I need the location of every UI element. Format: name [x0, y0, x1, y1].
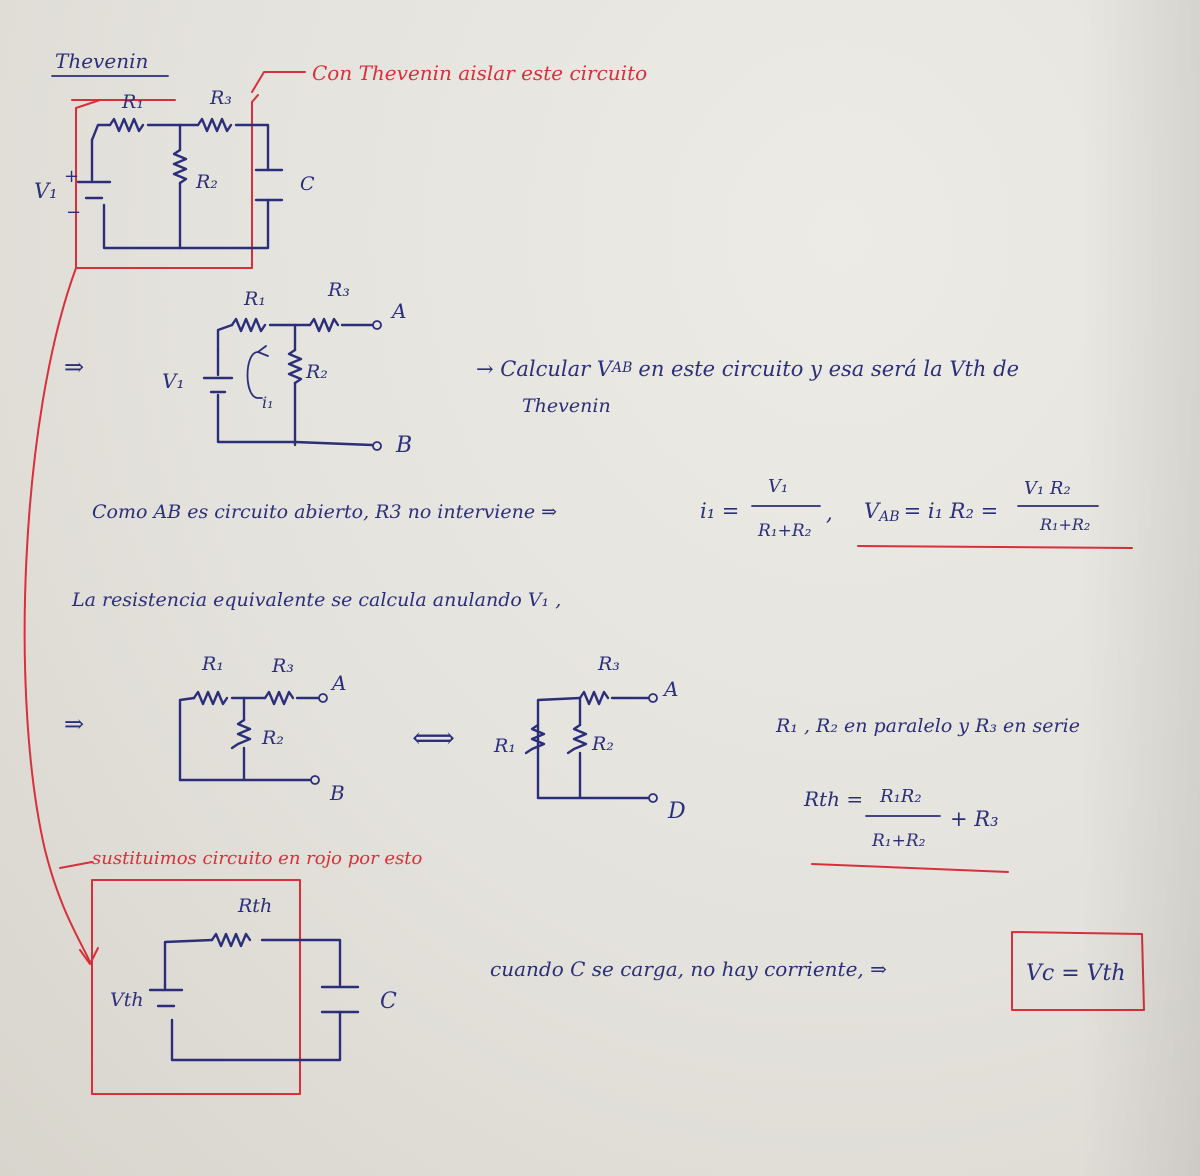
ab-circuit: [202, 317, 382, 451]
result-equation: Vc = Vth: [1026, 961, 1126, 986]
label-a-left: A: [330, 671, 346, 695]
eq1-comma: ,: [826, 501, 833, 525]
ab-note-line2: Thevenin: [522, 395, 611, 417]
eq1-i-lhs: i₁ =: [700, 499, 739, 523]
eq1-i-numerator: V₁: [768, 476, 788, 497]
label-r2-left: R₂: [261, 727, 284, 749]
label-c-final: C: [380, 989, 397, 1014]
terminal-a: [372, 320, 382, 330]
eq1-text: Como AB es circuito abierto, R3 no inter…: [92, 501, 557, 523]
label-r1-ab: R₁: [243, 288, 266, 310]
label-rth: Rth: [237, 895, 272, 917]
resistor-r1-ab: [230, 317, 267, 333]
label-a-ab: A: [390, 299, 406, 323]
red-connector-arrow: [23, 267, 91, 963]
label-r1-right: R₁: [493, 735, 516, 757]
battery-v1: [76, 180, 112, 200]
label-a-right: A: [662, 677, 678, 701]
eq1-i-denominator: R₁+R₂: [757, 521, 812, 541]
label-b-ab: B: [395, 433, 412, 458]
resistor-r1: [108, 117, 145, 133]
note-leader-line: [251, 71, 306, 93]
eq1-vab: VAB= i₁ R₂ =: [864, 499, 998, 525]
eq1-vab-numerator: V₁ R₂: [1024, 478, 1071, 499]
label-v1-ab: V₁: [162, 369, 184, 393]
final-circuit: [148, 932, 360, 1062]
eq1-vab-denominator: R₁+R₂: [1039, 515, 1090, 534]
parallel-series-note: R₁ , R₂ en paralelo y R₃ en serie: [775, 715, 1080, 737]
arrow-implies-1: ⇒: [64, 353, 84, 381]
title-thevenin: Thevenin: [55, 49, 148, 73]
capacitor-c: [254, 168, 284, 202]
resistor-r2: [172, 148, 188, 185]
result-red-box: [1011, 931, 1145, 1011]
rth-numerator: R₁R₂: [879, 786, 922, 807]
rth-red-underline: [811, 863, 1009, 873]
label-r3: R₃: [209, 87, 232, 109]
final-red-box: [91, 879, 301, 1095]
label-r3-left: R₃: [271, 655, 294, 677]
terminal-b: [372, 441, 382, 451]
label-r2-right: R₂: [591, 733, 614, 755]
label-v1: V₁: [34, 179, 58, 203]
label-r2: R₂: [195, 171, 218, 193]
label-d-right: D: [667, 799, 686, 824]
battery-v1-ab: [202, 348, 234, 394]
rth-denominator: R₁+R₂: [871, 831, 926, 851]
label-i1: i₁: [262, 393, 274, 412]
resistor-r3: [196, 117, 233, 133]
capacitor-c-final: [320, 985, 360, 1014]
final-note: sustituimos circuito en rojo por esto: [92, 848, 423, 869]
rth-plus-r3: + R₃: [950, 807, 999, 831]
top-note: Con Thevenin aislar este circuito: [312, 61, 647, 85]
resistor-r2-ab: [287, 348, 303, 385]
resistance-text: La resistencia equivalente se calcula an…: [71, 589, 561, 611]
red-isolation-box: [71, 94, 259, 269]
label-r3-ab: R₃: [327, 279, 350, 301]
battery-vth: [148, 988, 184, 1008]
label-r1: R₁: [121, 91, 144, 113]
resistance-circuit-left: [178, 690, 328, 785]
current-loop-i1: [246, 351, 263, 399]
resistor-rth: [210, 932, 252, 948]
arrow-implies-2: ⇒: [64, 710, 84, 738]
label-plus: +: [64, 166, 79, 187]
label-b-left: B: [329, 781, 345, 805]
label-r3-right: R₃: [597, 653, 620, 675]
label-minus: −: [66, 202, 81, 223]
label-r1-left: R₁: [201, 653, 224, 675]
resistor-r3-ab: [308, 317, 340, 333]
resistance-circuit-right: [524, 690, 658, 803]
rth-lhs: Rth =: [803, 787, 863, 811]
label-vth: Vth: [110, 989, 144, 1011]
top-circuit: [76, 117, 284, 250]
final-text: cuando C se carga, no hay corriente, ⇒: [490, 957, 887, 981]
equivalence-arrow: ⟺: [412, 721, 455, 756]
label-c: C: [300, 173, 315, 195]
label-r2-ab: R₂: [305, 361, 328, 383]
eq1-red-underline: [857, 545, 1133, 549]
